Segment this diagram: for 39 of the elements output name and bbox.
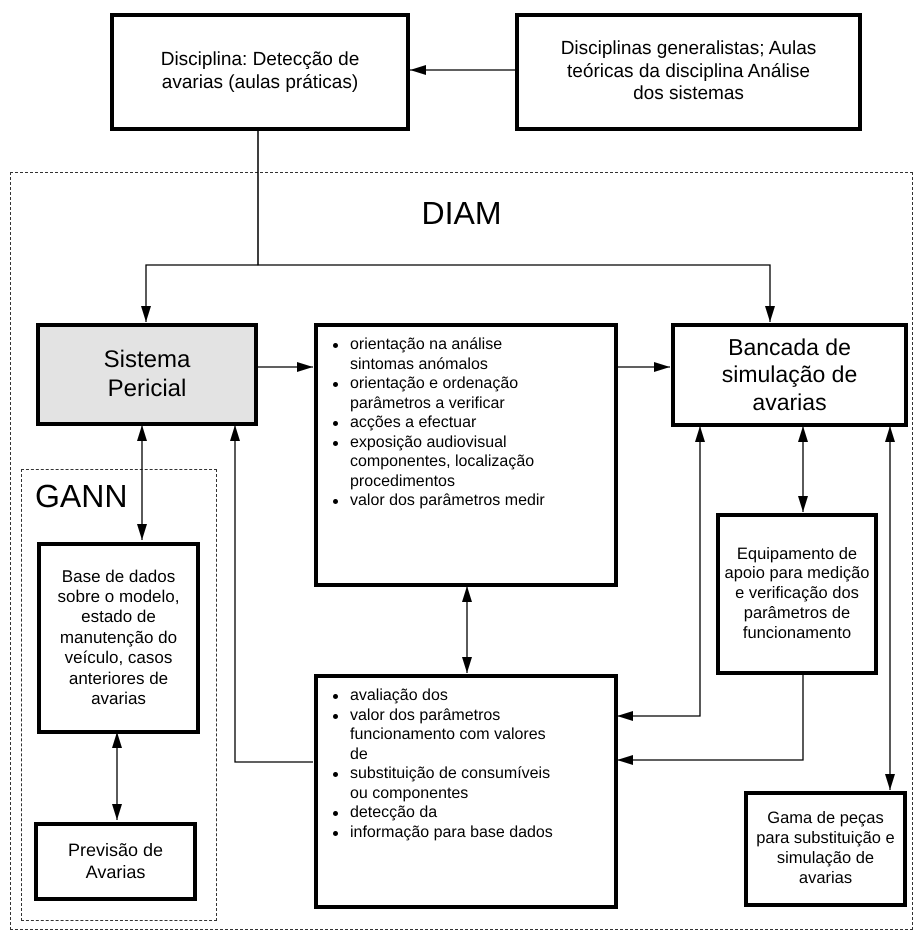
arrow bbox=[230, 425, 313, 763]
list-box bbox=[314, 323, 618, 587]
dashed-system-boundary bbox=[10, 172, 913, 930]
box-text: Disciplina: Detecção de avarias (aulas práticas) bbox=[160, 49, 360, 95]
process-box bbox=[36, 323, 258, 426]
dashed-group-boundary bbox=[21, 469, 217, 921]
process-box bbox=[515, 13, 862, 131]
box-text: Base de dados sobre o modelo, estado de manutenção do veículo, casos anteriores de avarias bbox=[56, 566, 180, 710]
arrow bbox=[410, 65, 515, 75]
bullet-item: acções a efectuar bbox=[350, 413, 476, 433]
arrow bbox=[112, 732, 122, 820]
group-title: DIAM bbox=[422, 197, 502, 229]
arrow bbox=[617, 362, 670, 372]
process-box bbox=[37, 542, 200, 734]
box-text: Sistema Pericial bbox=[102, 346, 192, 404]
box-text: Gama de peças para substituição e simulação de avarias bbox=[755, 809, 896, 889]
process-box bbox=[110, 13, 410, 131]
box-text: Bancada de simulação de avarias bbox=[720, 334, 858, 416]
arrow bbox=[462, 586, 472, 673]
bullet-item: detecção da bbox=[350, 803, 438, 823]
bullet-item: informação para base dados bbox=[350, 822, 553, 842]
box-text: Disciplinas generalistas; Aulas teóricas da disciplina Análise dos sistemas bbox=[560, 38, 818, 106]
process-box bbox=[671, 323, 908, 427]
arrow bbox=[885, 426, 895, 790]
arrow bbox=[257, 131, 775, 322]
arrow bbox=[617, 426, 705, 721]
arrow bbox=[257, 362, 313, 372]
box-text: Equipamento de apoio para medição e verificação dos parâmetros de funcionamento bbox=[724, 544, 870, 644]
arrow bbox=[798, 426, 808, 512]
process-box bbox=[716, 513, 878, 675]
bullet-item: valor dos parâmetros medir bbox=[350, 491, 545, 511]
box-text: Previsão de Avarias bbox=[66, 840, 164, 884]
group-title: GANN bbox=[35, 480, 128, 512]
arrow bbox=[137, 425, 147, 540]
bullet-item: avaliação dos bbox=[350, 686, 448, 706]
list-box bbox=[314, 674, 618, 909]
arrow bbox=[617, 674, 804, 765]
process-box bbox=[34, 822, 197, 901]
process-box bbox=[744, 791, 907, 907]
